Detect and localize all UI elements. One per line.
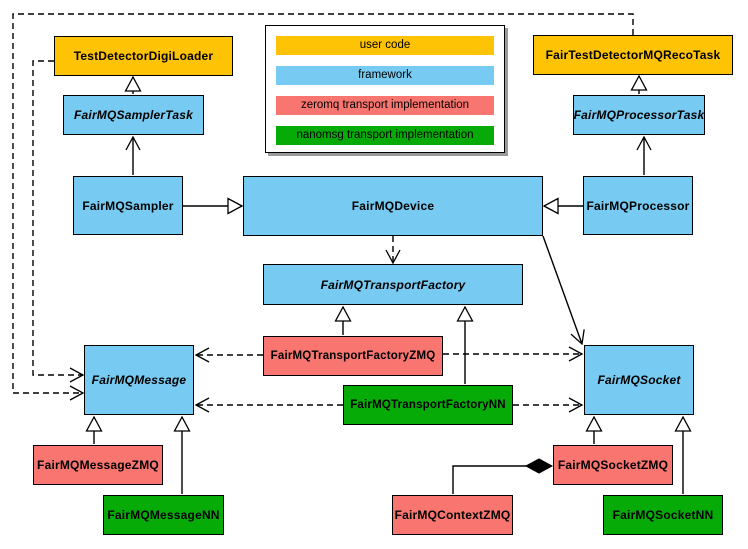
node-label: FairMQSocketZMQ <box>557 458 669 472</box>
node-fairmqsamplertask: FairMQSamplerTask <box>63 95 204 135</box>
node-fairmqmessagezmq: FairMQMessageZMQ <box>33 445 163 485</box>
node-fairmqcontextzmq: FairMQContextZMQ <box>392 495 513 535</box>
node-fairmqsocket: FairMQSocket <box>584 345 694 415</box>
legend-item-nanomsg: nanomsg transport implementation <box>276 126 494 145</box>
node-label: FairMQSocketNN <box>612 508 714 522</box>
node-label: FairMQTransportFactoryZMQ <box>270 350 436 362</box>
node-fairmqtransportfactorynn: FairMQTransportFactoryNN <box>343 385 513 425</box>
node-fairmqprocessortask: FairMQProcessorTask <box>573 95 705 135</box>
node-label: FairMQMessageZMQ <box>37 458 159 472</box>
node-fairmqtransportfactory: FairMQTransportFactory <box>263 264 523 305</box>
node-label: FairMQProcessorTask <box>573 108 705 122</box>
node-label: FairMQProcessor <box>586 198 690 213</box>
composition-diamond-icon <box>524 458 554 474</box>
node-fairmqmessage: FairMQMessage <box>84 345 194 415</box>
node-label: FairMQMessage <box>91 373 187 387</box>
node-label: FairMQContextZMQ <box>394 508 511 522</box>
node-label: FairMQSampler <box>82 198 174 213</box>
node-fairmqsocketzmq: FairMQSocketZMQ <box>553 445 673 485</box>
composition-line-context-socketzmq <box>452 465 527 494</box>
legend: user code framework zeromq transport imp… <box>265 25 505 153</box>
dependency-digiloader-to-message <box>32 60 85 383</box>
node-label: FairMQSamplerTask <box>74 108 193 122</box>
legend-item-user-code: user code <box>276 36 494 55</box>
node-label: FairMQDevice <box>351 199 435 213</box>
node-fairmqdevice: FairMQDevice <box>243 176 543 236</box>
node-label: FairMQMessageNN <box>107 508 220 522</box>
dependency-recotask-to-message <box>12 13 634 401</box>
legend-item-zeromq: zeromq transport implementation <box>276 96 494 115</box>
node-fairtestdetectormqrecotask: FairTestDetectorMQRecoTask <box>533 35 733 75</box>
node-label: TestDetectorDigiLoader <box>73 49 214 63</box>
arrow-device-socket <box>542 235 585 346</box>
node-label: FairMQTransportFactoryNN <box>350 399 506 411</box>
node-testdetectordigiloader: TestDetectorDigiLoader <box>54 36 233 76</box>
node-label: FairTestDetectorMQRecoTask <box>545 48 721 62</box>
node-label: FairMQTransportFactory <box>320 277 466 292</box>
node-fairmqprocessor: FairMQProcessor <box>583 176 693 235</box>
node-fairmqmessagenn: FairMQMessageNN <box>103 495 224 535</box>
legend-item-framework: framework <box>276 66 494 85</box>
node-label: FairMQSocket <box>597 373 681 387</box>
node-fairmqsocketnn: FairMQSocketNN <box>603 495 723 535</box>
node-fairmqsampler: FairMQSampler <box>73 176 183 235</box>
node-fairmqtransportfactoryzmq: FairMQTransportFactoryZMQ <box>263 336 443 376</box>
